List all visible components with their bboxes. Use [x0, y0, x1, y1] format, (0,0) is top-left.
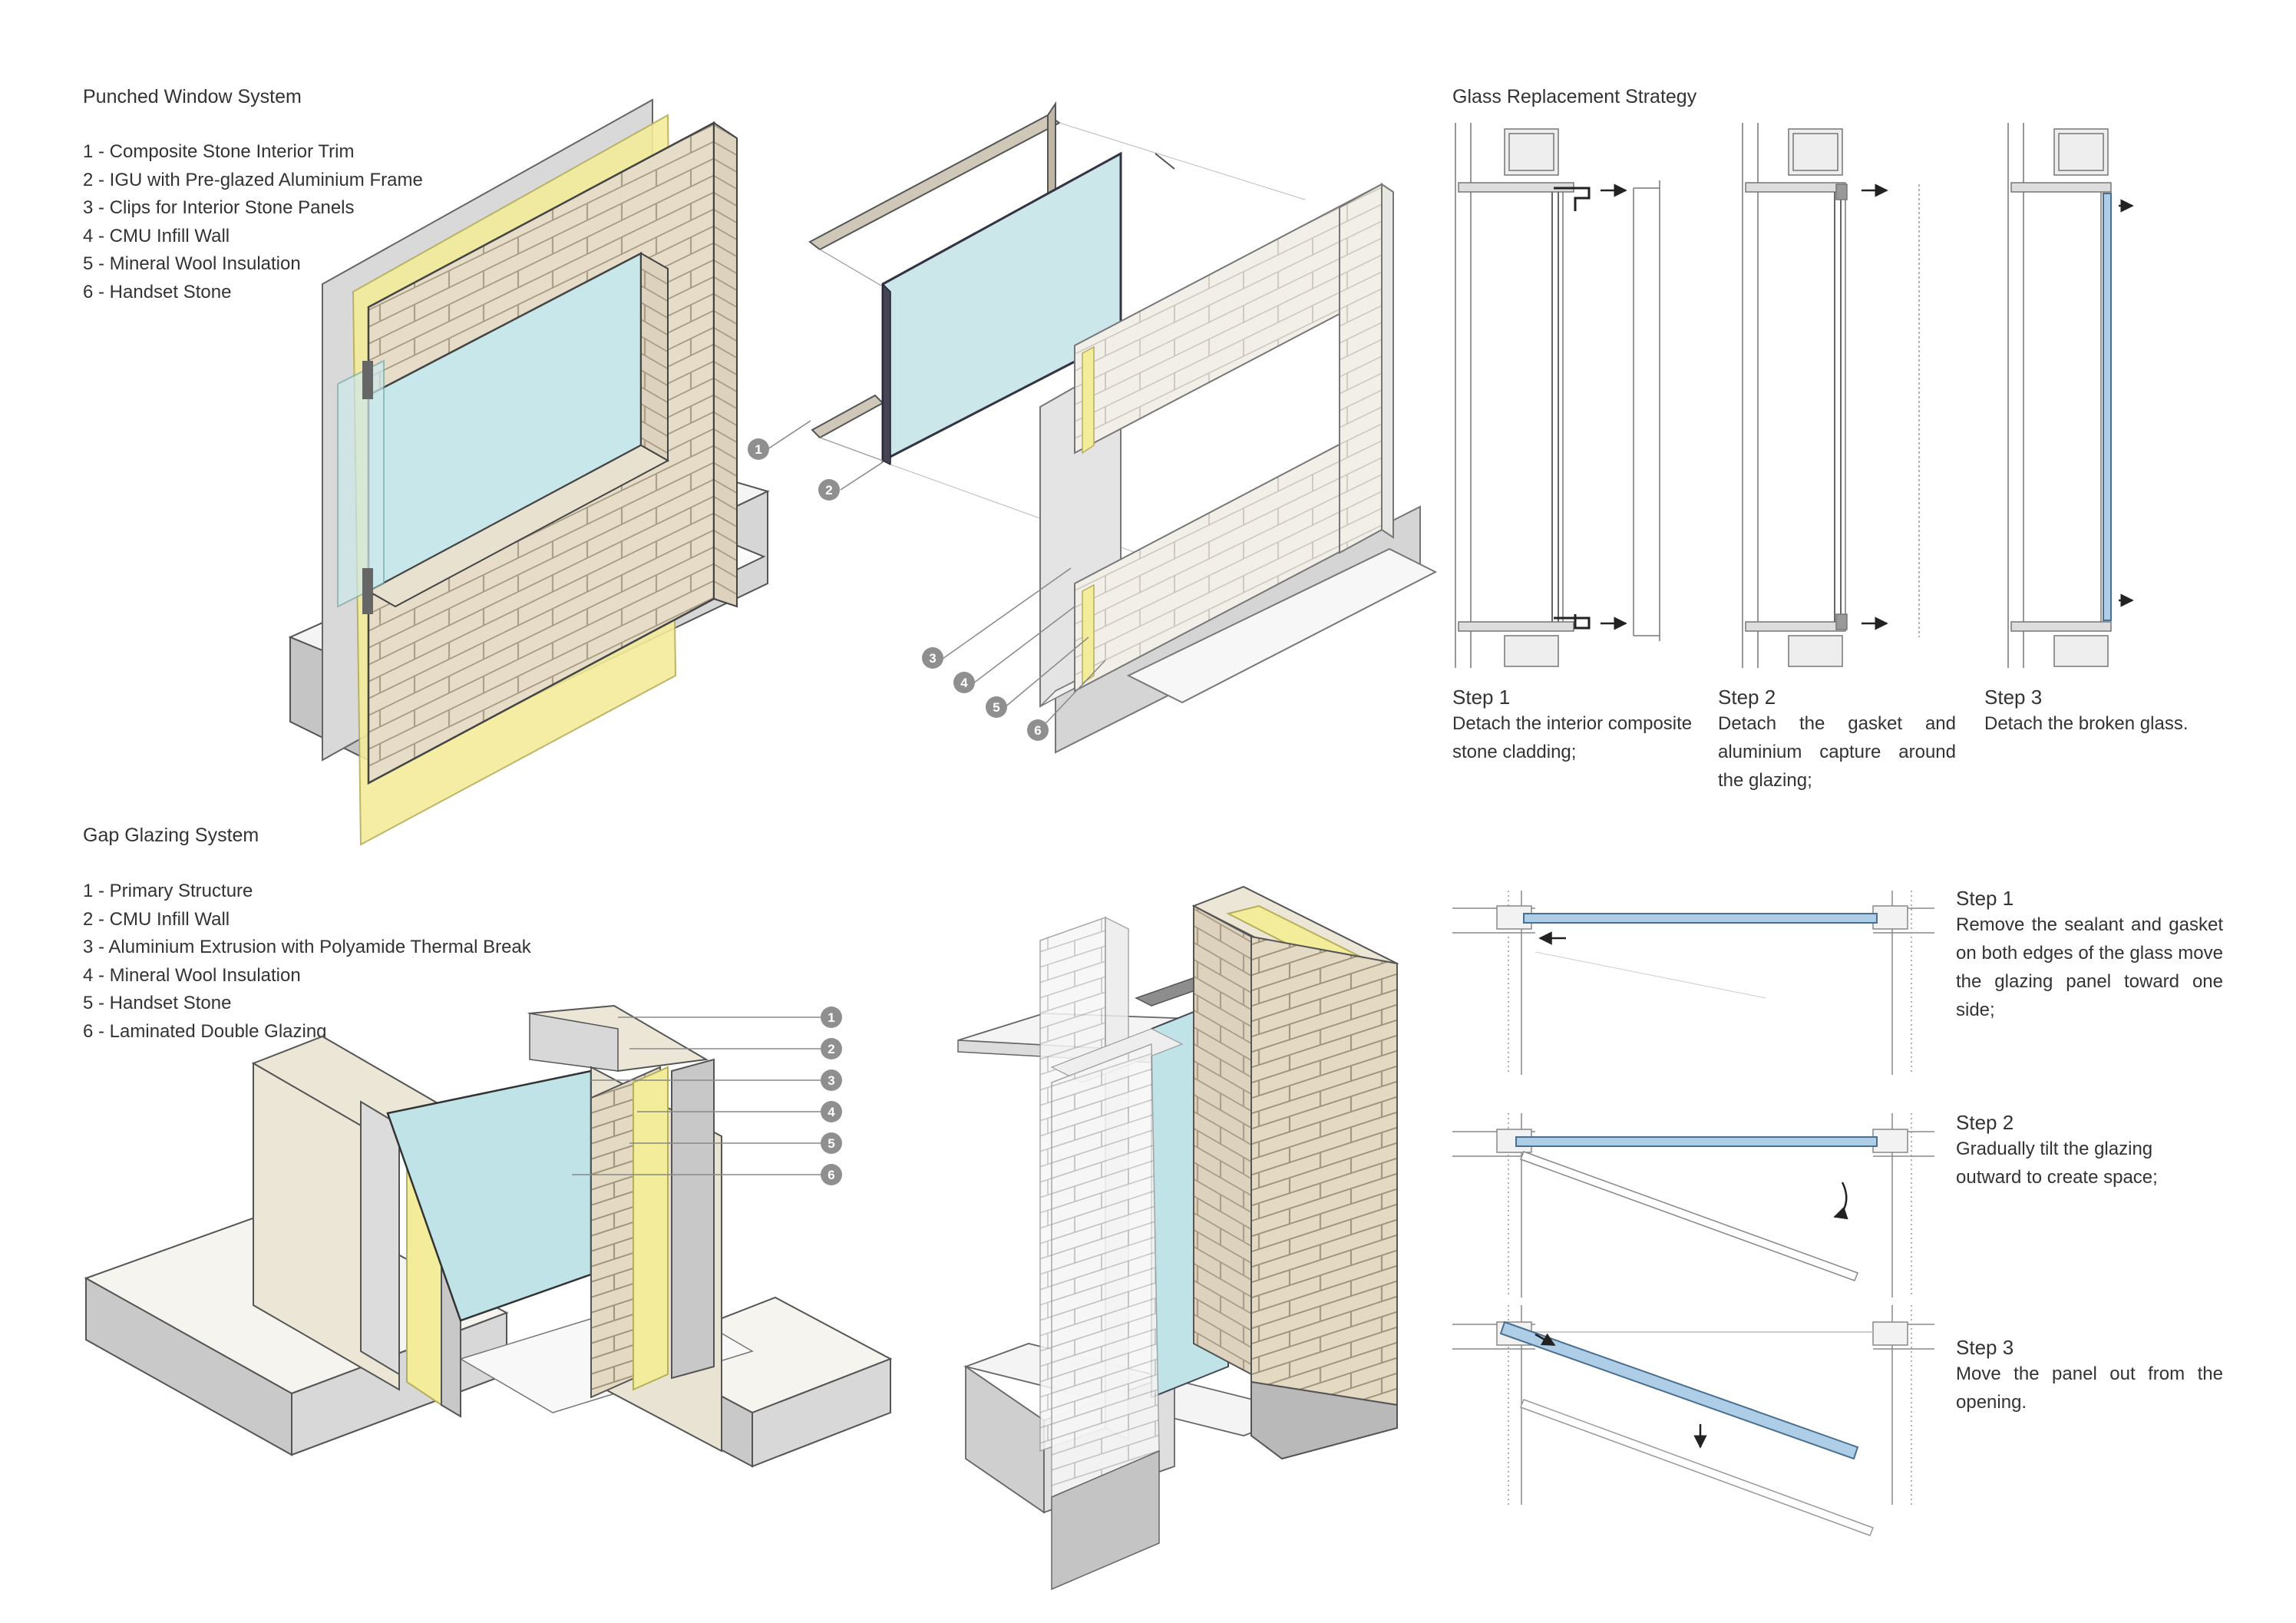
- step-title: Step 3: [1956, 1336, 2014, 1359]
- replacement-step-1: Step 1 Detach the interior composite sto…: [1452, 686, 1694, 766]
- punched-window-title: Punched Window System: [83, 86, 302, 107]
- punched-callouts: 1 2 3 4 5 6: [748, 438, 1049, 741]
- svg-text:2: 2: [825, 483, 832, 497]
- legend-item: 6 - Laminated Double Glazing: [83, 1020, 327, 1042]
- step-description: Move the panel out from the opening.: [1956, 1364, 2223, 1413]
- callout-badge: 4: [953, 672, 975, 693]
- gap-callouts: 1 2 3 4 5 6: [821, 1007, 842, 1185]
- gap-glazing-exploded-drawing: [957, 885, 1399, 1591]
- glass-replacement-title: Glass Replacement Strategy: [1452, 86, 1697, 107]
- legend-item: 6 - Handset Stone: [83, 281, 232, 302]
- step-description: Detach the gasket and aluminium capture …: [1718, 713, 1956, 791]
- gap-glazing-assembled-drawing: [84, 1004, 893, 1468]
- svg-text:3: 3: [929, 651, 936, 666]
- gap-glazing-title: Gap Glazing System: [83, 825, 259, 846]
- step-description: Gradually tilt the glazing outward to cr…: [1956, 1139, 2158, 1188]
- gap-step-1: Step 1 Remove the sealant and gasket on …: [1956, 887, 2223, 1024]
- callout-badge: 3: [821, 1069, 842, 1091]
- svg-text:3: 3: [828, 1073, 834, 1088]
- step-title: Step 1: [1956, 887, 2014, 910]
- step-title: Step 1: [1452, 686, 1511, 709]
- svg-text:6: 6: [828, 1168, 834, 1182]
- legend-item: 2 - IGU with Pre-glazed Aluminium Frame: [83, 169, 423, 190]
- callout-badge: 1: [748, 438, 769, 460]
- callout-badge: 1: [821, 1007, 842, 1028]
- legend-item: 1 - Composite Stone Interior Trim: [83, 141, 355, 162]
- svg-text:1: 1: [755, 442, 761, 457]
- step-description: Remove the sealant and gasket on both ed…: [1956, 914, 2223, 1020]
- gap-step-3: Step 3 Move the panel out from the openi…: [1956, 1336, 2223, 1416]
- legend-item: 1 - Primary Structure: [83, 881, 253, 901]
- legend-item: 2 - CMU Infill Wall: [83, 908, 230, 930]
- legend-item: 3 - Aluminium Extrusion with Polyamide T…: [83, 937, 531, 957]
- rotate-arrow-icon: [1833, 1182, 1848, 1220]
- step-description: Detach the broken glass.: [1984, 713, 2189, 734]
- svg-text:5: 5: [828, 1136, 834, 1151]
- step-description: Detach the interior composite stone clad…: [1452, 713, 1693, 762]
- legend-item: 5 - Handset Stone: [83, 993, 232, 1013]
- replacement-step-2: Step 2 Detach the gasket and aluminium c…: [1718, 686, 1956, 795]
- punched-window-assembled-drawing: [288, 98, 770, 846]
- punched-window-legend: 1 - Composite Stone Interior Trim 2 - IG…: [83, 138, 423, 306]
- step-title: Step 2: [1718, 686, 1776, 709]
- step-title: Step 2: [1956, 1111, 2014, 1134]
- svg-text:5: 5: [993, 700, 999, 715]
- svg-text:2: 2: [828, 1042, 834, 1056]
- replacement-step-3: Step 3 Detach the broken glass.: [1984, 686, 2215, 738]
- legend-item: 3 - Clips for Interior Stone Panels: [83, 197, 355, 218]
- arrow-right-icon: [1535, 1333, 1556, 1347]
- punched-window-exploded-drawing: [767, 101, 1438, 754]
- gap-plan-step-1: [1452, 891, 1934, 1075]
- svg-text:1: 1: [828, 1010, 834, 1025]
- replacement-section-step-2: [1742, 123, 1920, 668]
- callout-badge: 5: [821, 1132, 842, 1154]
- callout-badge: 6: [1027, 719, 1049, 741]
- legend-item: 4 - Mineral Wool Insulation: [83, 964, 301, 986]
- svg-text:4: 4: [828, 1105, 835, 1119]
- replacement-section-step-1: [1455, 123, 1660, 668]
- step-title: Step 3: [1984, 686, 2043, 709]
- callout-badge: 5: [986, 696, 1007, 718]
- callout-badge: 4: [821, 1101, 842, 1122]
- legend-item: 5 - Mineral Wool Insulation: [83, 253, 301, 274]
- svg-text:4: 4: [960, 676, 968, 690]
- callout-badge: 2: [821, 1038, 842, 1059]
- gap-step-2: Step 2 Gradually tilt the glazing outwar…: [1956, 1111, 2223, 1192]
- svg-text:6: 6: [1034, 723, 1041, 738]
- legend-item: 4 - CMU Infill Wall: [83, 225, 230, 246]
- gap-plan-step-2: [1452, 1113, 1934, 1297]
- callout-badge: 6: [821, 1164, 842, 1185]
- replacement-section-step-3: [2007, 123, 2134, 668]
- callout-badge: 3: [922, 647, 943, 669]
- gap-plan-step-3: [1452, 1305, 1934, 1536]
- callout-badge: 2: [818, 479, 840, 501]
- gap-glazing-legend: 1 - Primary Structure 2 - CMU Infill Wal…: [83, 878, 531, 1046]
